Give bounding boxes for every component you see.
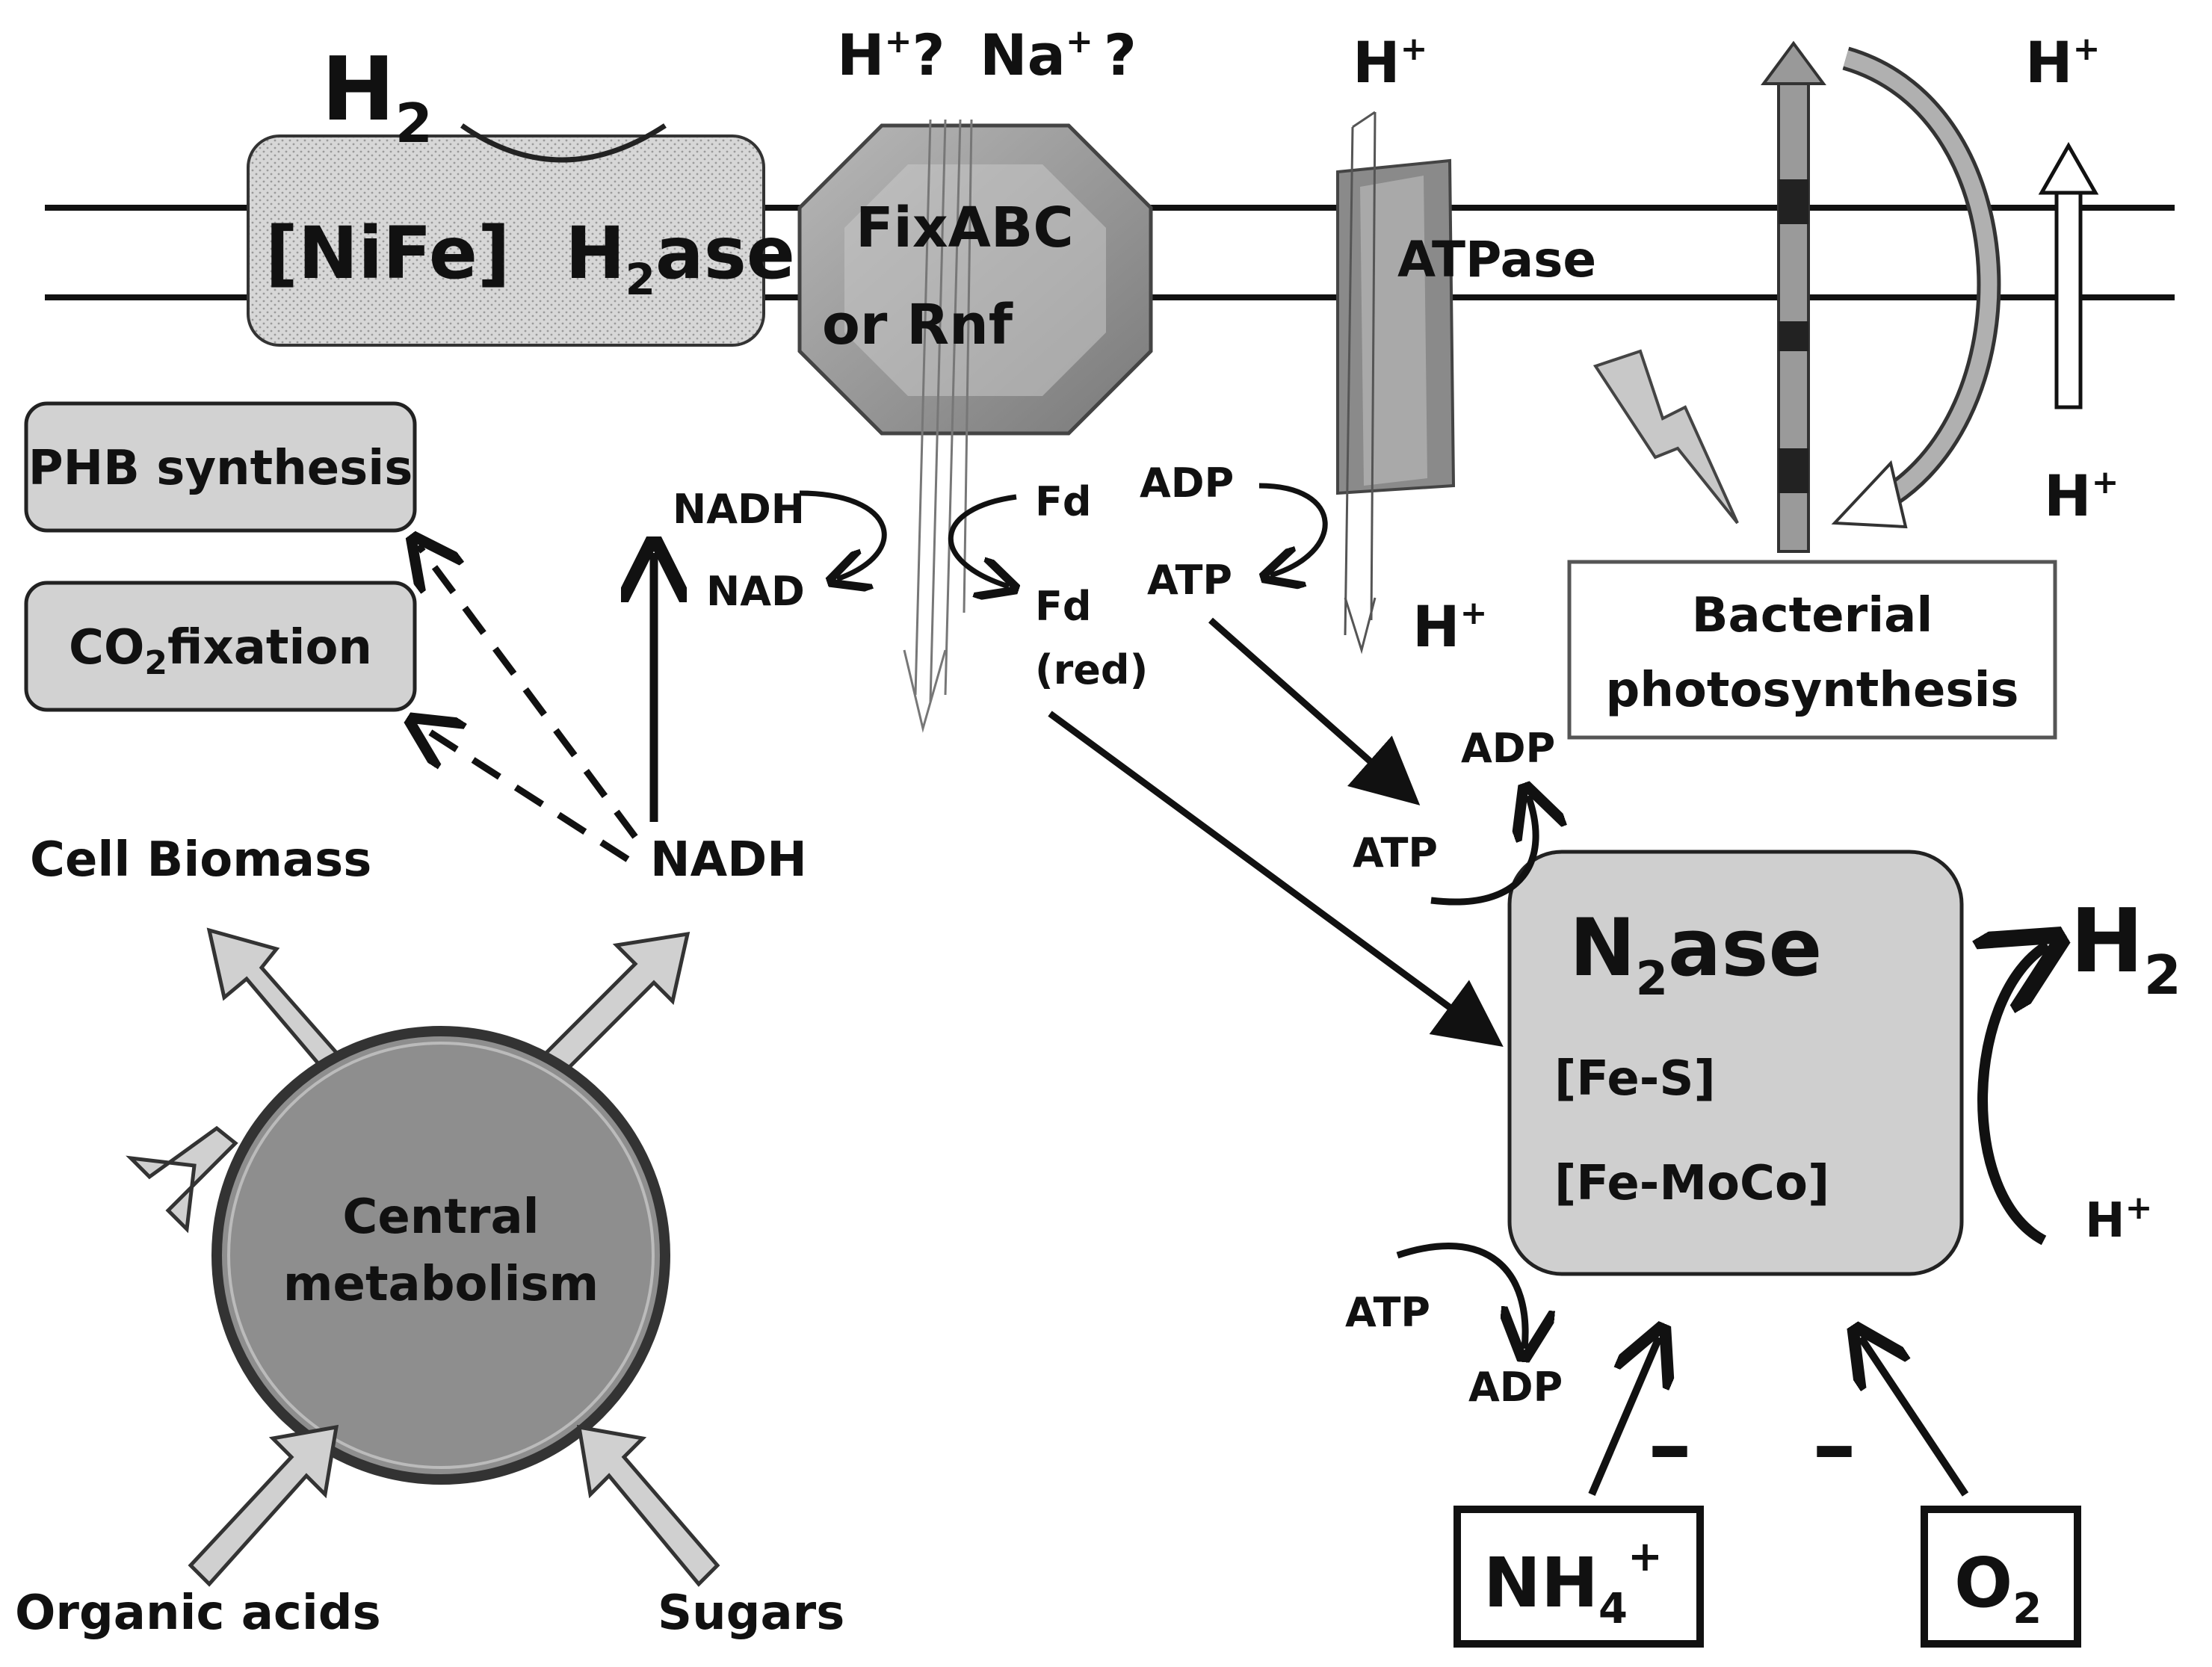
organic-acids-label: Organic acids: [15, 1586, 381, 1641]
phb-synthesis-label: PHB synthesis: [28, 441, 413, 496]
atpase: ATPase H+ H+: [1336, 29, 1596, 660]
central-metabolism-line1: Central: [342, 1190, 539, 1245]
fdred-to-nitrogenase-arrow: [1048, 711, 1504, 1047]
cell-biomass-label: Cell Biomass: [30, 832, 371, 888]
nitrogenase-title: N2ase: [1569, 902, 1822, 1006]
photosystem-up-arrow: [1761, 40, 1826, 85]
cofactor-fe-s: [Fe-S]: [1554, 1051, 1716, 1107]
o2-label: O2: [1954, 1543, 2042, 1633]
nadh-to-phb-dashed-arrow: [418, 545, 638, 839]
atpase-atp: ATP: [1147, 557, 1232, 604]
atp-to-nitrogenase-arrow: [1208, 617, 1421, 805]
central-metabolism-circle: [211, 1026, 670, 1485]
redox-fd: Fd: [1035, 478, 1092, 525]
left-nadh-label: NADH: [650, 832, 807, 888]
fix-label-line1: FixABC: [856, 196, 1074, 260]
nitrogenase-h2: H2: [2070, 889, 2181, 1006]
o2-inhibition-arrow: [1861, 1337, 1969, 1497]
atpase-channel-spikes: [1344, 111, 1377, 655]
nitro-adp-top: ADP: [1461, 725, 1555, 772]
bacterial-photosynthesis-box: [1567, 560, 2057, 740]
co2-fixation-box: [24, 581, 417, 712]
fix-channel-spikes: [903, 119, 973, 733]
co2-fixation-label: CO2fixation: [69, 620, 372, 682]
nitrogenase-h-plus: H+: [2085, 1189, 2152, 1249]
atp-adp-top-curl: [1430, 796, 1536, 906]
nh4-inhibition-arrow: [1588, 1337, 1659, 1496]
sugars-label: Sugars: [658, 1586, 844, 1641]
nitrogenase-box: [1507, 850, 1964, 1276]
central-metabolism-line2: metabolism: [283, 1257, 599, 1312]
photo-box-line1: Bacterial: [1692, 588, 1933, 643]
redox-nad: NAD: [706, 568, 805, 615]
o2-box: [1921, 1506, 2081, 1648]
nitro-adp-bottom: ADP: [1468, 1364, 1563, 1411]
fix-ions-label: H+? Na+?: [837, 22, 1137, 88]
inhibit-minus-2: –: [1812, 1394, 1856, 1497]
phb-synthesis-box: [24, 401, 417, 533]
nife-hydrogenase: [NiFe] H2ase H2: [247, 37, 795, 347]
fd-fdred-curl: [948, 494, 1016, 587]
photo-ion-top: H+: [2025, 29, 2100, 96]
nadh-to-co2-dashed-arrow: [418, 725, 630, 862]
photosystem-cycle-arrow: [1842, 46, 2001, 519]
h-to-h2-arrow: [1983, 945, 2048, 1246]
nitro-atp-bottom: ATP: [1345, 1289, 1430, 1336]
hydrogenase-arc: [460, 123, 667, 163]
redox-nadh: NADH: [673, 486, 805, 533]
atpase-adp: ADP: [1140, 460, 1234, 507]
atpase-ion-top: H+: [1353, 29, 1427, 96]
inhibit-minus-1: –: [1648, 1394, 1692, 1497]
fixabc-rnf-complex: FixABC or Rnf H+? Na+?: [797, 22, 1153, 733]
atpase-redox: ADP ATP: [1140, 460, 1328, 604]
nitro-atp-top: ATP: [1353, 829, 1438, 876]
adp-atp-curl: [1259, 483, 1328, 575]
redox-fd-red-b: (red): [1035, 646, 1148, 693]
photosynthesis-system: H+ H+ Bacterial photosynthesis: [1567, 29, 2119, 740]
hydrogenase-label: [NiFe] H2ase: [265, 211, 795, 305]
light-bolt-icon: [1592, 349, 1739, 525]
nh4-label: NH4+: [1483, 1533, 1663, 1633]
left-products: PHB synthesis CO2fixation: [24, 401, 417, 712]
fix-redox-arrows: NADH NAD Fd Fd (red): [673, 478, 1148, 693]
atpase-ion-bottom: H+: [1412, 593, 1487, 660]
nitrogenase-block: N2ase [Fe-S] [Fe-MoCo] H2 H+ ATP ADP ATP…: [1345, 725, 2181, 1648]
central-metabolism: Central metabolism Organic acids Sugars: [15, 927, 844, 1641]
metabolism-out-arrows: [126, 927, 691, 1234]
nadh-nad-curl: [799, 490, 887, 579]
photo-box-line2: photosynthesis: [1606, 663, 2019, 718]
nh4-box: [1453, 1506, 1704, 1648]
cofactor-fe-moco: [Fe-MoCo]: [1554, 1156, 1829, 1211]
atpase-label: ATPase: [1397, 231, 1596, 288]
photo-ion-bottom: H+: [2044, 463, 2119, 529]
redox-fd-red-a: Fd: [1035, 583, 1092, 630]
metabolism-in-arrows: [188, 1424, 720, 1587]
fix-label-line2: or Rnf: [822, 293, 1013, 357]
atp-adp-bottom-curl: [1396, 1243, 1525, 1349]
hydrogenase-h2: H2: [321, 37, 433, 155]
proton-pump-arrow: [2038, 141, 2099, 409]
